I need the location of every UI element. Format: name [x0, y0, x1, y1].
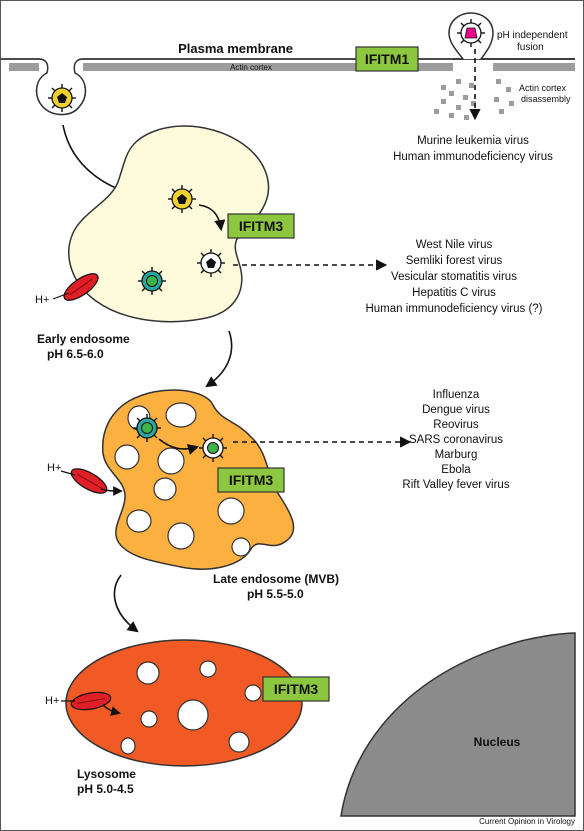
- early-endosome-ph: pH 6.5-6.0: [47, 347, 104, 361]
- virus-particle-icon: [456, 18, 486, 48]
- proton-pump-icon: [70, 468, 108, 494]
- virus-item: Reovirus: [433, 419, 479, 431]
- ifitm3-box-lysosome: [262, 676, 330, 702]
- early-endosome-shape: [68, 125, 270, 323]
- lysosome-ph: pH 5.0-4.5: [77, 782, 134, 796]
- virus-particle-icon: [47, 83, 77, 113]
- ph-independent-label: pH independent: [497, 30, 568, 41]
- proton-label-lysosome: H+: [45, 695, 59, 707]
- early-endosome-title: Early endosome: [37, 332, 130, 346]
- virus-item: Murine leukemia virus: [417, 135, 529, 147]
- virus-item: West Nile virus: [416, 239, 493, 251]
- nucleus-label: Nucleus: [474, 735, 521, 749]
- virus-item: Influenza: [433, 389, 480, 401]
- proton-influx-arrow: [102, 704, 121, 716]
- virus-particle-icon: [137, 266, 167, 296]
- proton-influx-arrow: [100, 486, 123, 496]
- disassembly-label-1: Actin cortex: [519, 83, 567, 93]
- virus-item: Semliki forest virus: [406, 255, 503, 267]
- lysosome-vesicles: [120, 660, 262, 755]
- maturation-arrow-1: [205, 330, 233, 388]
- virus-item: Human immunodeficiency virus (?): [365, 303, 542, 315]
- virus-item: Human immunodeficiency virus: [393, 151, 553, 163]
- ifitm3-label-early: IFITM3: [239, 218, 284, 234]
- ifitm1-box: [355, 46, 419, 72]
- ifitm1-label: IFITM1: [365, 51, 410, 67]
- virus-item: Rift Valley fever virus: [402, 479, 509, 491]
- ifitm3-box-early: [227, 213, 295, 239]
- actin-cortex-label: Actin cortex: [230, 63, 272, 72]
- virus-particle-icon: [167, 184, 197, 214]
- disassembly-label-2: disassembly: [521, 94, 571, 104]
- virus-item: Marburg: [435, 449, 478, 461]
- early-fusion-arrow: [198, 204, 226, 232]
- lysosome-title: Lysosome: [77, 767, 136, 781]
- virus-item: Vesicular stomatitis virus: [391, 271, 517, 283]
- proton-pump-icon: [70, 691, 112, 711]
- fusion-label: fusion: [517, 42, 544, 53]
- proton-line: [52, 292, 70, 300]
- virus-item: Ebola: [441, 464, 471, 476]
- late-endosome-title: Late endosome (MVB): [213, 572, 339, 586]
- plasma-membrane: Plasma membrane Actin cortex IFITM1: [1, 12, 575, 116]
- intraluminal-vesicles: [114, 402, 251, 557]
- virus-item: Dengue virus: [422, 404, 490, 416]
- fusing-virus-icon: [196, 248, 226, 278]
- actin-cortex-band: [9, 63, 575, 71]
- virus-particle-icon: [132, 413, 162, 443]
- proton-line: [60, 470, 76, 476]
- late-fusion-arrow: [158, 438, 200, 455]
- footer-credit: Current Opinion in Virology: [479, 817, 575, 826]
- ifitm3-label-late: IFITM3: [229, 472, 274, 488]
- nucleus-shape: [340, 632, 576, 817]
- actin-disassembly-dots: [434, 79, 514, 120]
- maturation-arrow-2: [113, 574, 139, 633]
- late-endosome-ph: pH 5.5-5.0: [247, 587, 304, 601]
- late-endosome-virus-list: Influenza Dengue virus Reovirus SARS cor…: [402, 389, 509, 491]
- plasma-membrane-title: Plasma membrane: [178, 41, 293, 56]
- virus-item: Hepatitis C virus: [412, 287, 496, 299]
- fusing-virus-icon: [198, 433, 228, 463]
- ifitm3-label-lysosome: IFITM3: [274, 681, 319, 697]
- proton-pump-icon: [63, 273, 99, 301]
- proton-label-early: H+: [35, 294, 49, 306]
- virus-item: SARS coronavirus: [409, 434, 503, 446]
- ifitm3-box-late: [217, 467, 285, 493]
- proton-label-late: H+: [47, 462, 61, 474]
- plasma-membrane-virus-list: Murine leukemia virus Human immunodefici…: [393, 135, 553, 163]
- early-endosome-virus-list: West Nile virus Semliki forest virus Ves…: [365, 239, 542, 315]
